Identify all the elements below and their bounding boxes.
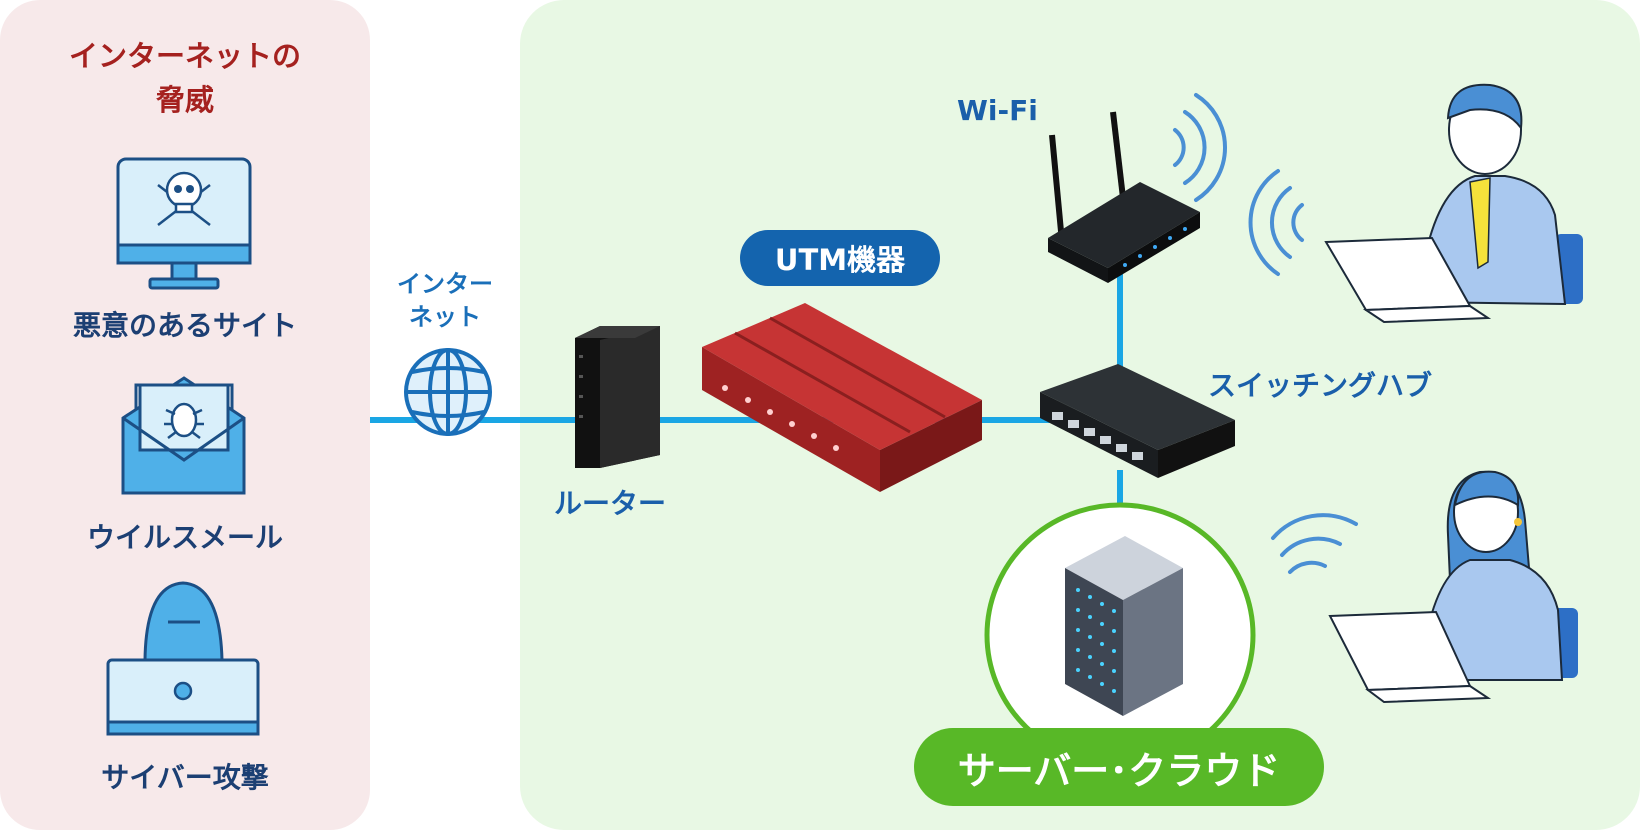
internet-label-line2: ネット	[409, 303, 481, 331]
router-label: ルーター	[554, 487, 667, 520]
man-user-icon	[1324, 83, 1583, 324]
threat-label-malicious-site: 悪意のあるサイト	[72, 309, 297, 342]
internet-label-line1: インター	[397, 270, 493, 298]
virus-mail-icon	[121, 376, 246, 495]
skull-monitor-icon	[116, 157, 252, 290]
switching-hub-label: スイッチングハブ	[1208, 369, 1433, 402]
server-cloud-label: サーバー･クラウド	[914, 728, 1324, 806]
wifi-waves-icon	[1173, 93, 1358, 574]
threats-title: インターネットの 脅威	[0, 34, 370, 122]
utm-label: UTM機器	[740, 230, 940, 286]
router-icon	[575, 326, 660, 468]
globe-icon	[404, 348, 492, 436]
threats-title-line1: インターネットの	[68, 39, 301, 73]
wifi-router-icon	[1048, 111, 1200, 283]
threat-label-virus-mail: ウイルスメール	[86, 521, 283, 554]
server-icon	[984, 502, 1256, 768]
internet-label: インター ネット	[370, 268, 520, 334]
utm-device-icon	[702, 303, 982, 492]
wifi-label: Wi-Fi	[957, 94, 1038, 127]
threat-label-cyber-attack: サイバー攻撃	[101, 761, 269, 794]
switching-hub-icon	[1040, 364, 1235, 478]
woman-user-icon	[1328, 470, 1578, 704]
hacker-laptop-icon	[106, 581, 260, 736]
threats-title-line2: 脅威	[155, 83, 214, 117]
